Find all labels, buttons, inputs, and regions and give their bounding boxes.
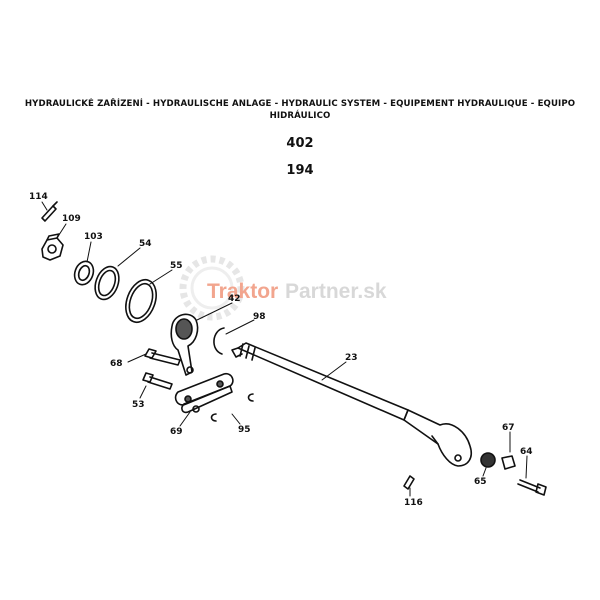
bolt-64 <box>517 479 547 496</box>
circlip-95 <box>210 393 254 422</box>
watermark: Traktor Partner.sk <box>179 255 387 321</box>
part-label-42: 42 <box>228 294 241 304</box>
part-labels: 114 109 103 54 55 42 98 23 68 53 69 95 6… <box>29 192 533 508</box>
part-label-53: 53 <box>132 400 145 410</box>
split-pin-114 <box>41 201 58 222</box>
part-label-65: 65 <box>474 477 487 487</box>
part-label-98: 98 <box>253 312 266 322</box>
page-header: HYDRAULICKÉ ZAŘÍZENÍ - HYDRAULISCHE ANLA… <box>0 98 600 122</box>
circlip-98 <box>213 327 225 355</box>
part-label-116: 116 <box>404 498 423 508</box>
watermark-text-traktor: Traktor <box>207 280 278 303</box>
pin-116 <box>403 475 415 490</box>
link-plate-69 <box>174 372 234 414</box>
part-label-69: 69 <box>170 427 183 437</box>
shaft-23 <box>231 342 473 467</box>
leader-lines <box>41 201 528 497</box>
ring-54 <box>94 265 120 301</box>
castle-nut-109 <box>41 233 64 261</box>
part-label-114: 114 <box>29 192 48 202</box>
bolt-53 <box>142 372 173 390</box>
part-label-103: 103 <box>84 232 103 242</box>
watermark-text-partner: Partner.sk <box>285 280 387 303</box>
part-label-109: 109 <box>62 214 81 224</box>
title-line-2: HIDRÁULICO <box>269 111 331 121</box>
part-label-23: 23 <box>345 353 358 363</box>
group-code-2: 194 <box>286 163 314 178</box>
ball-joint-65 <box>480 452 496 468</box>
part-label-95: 95 <box>238 425 251 435</box>
seal-ring-55 <box>125 278 157 324</box>
group-code-1: 402 <box>286 136 314 151</box>
part-label-55: 55 <box>170 261 183 271</box>
part-label-54: 54 <box>139 239 152 249</box>
watermark-gear-icon <box>179 255 245 321</box>
part-label-68: 68 <box>110 359 123 369</box>
washer-103 <box>73 260 95 286</box>
bolt-68 <box>144 348 181 366</box>
part-label-67: 67 <box>502 423 515 433</box>
title-line-1: HYDRAULICKÉ ZAŘÍZENÍ - HYDRAULISCHE ANLA… <box>24 99 576 109</box>
part-label-64: 64 <box>520 447 533 457</box>
sleeve-67 <box>501 455 516 470</box>
lever-42 <box>170 313 199 376</box>
